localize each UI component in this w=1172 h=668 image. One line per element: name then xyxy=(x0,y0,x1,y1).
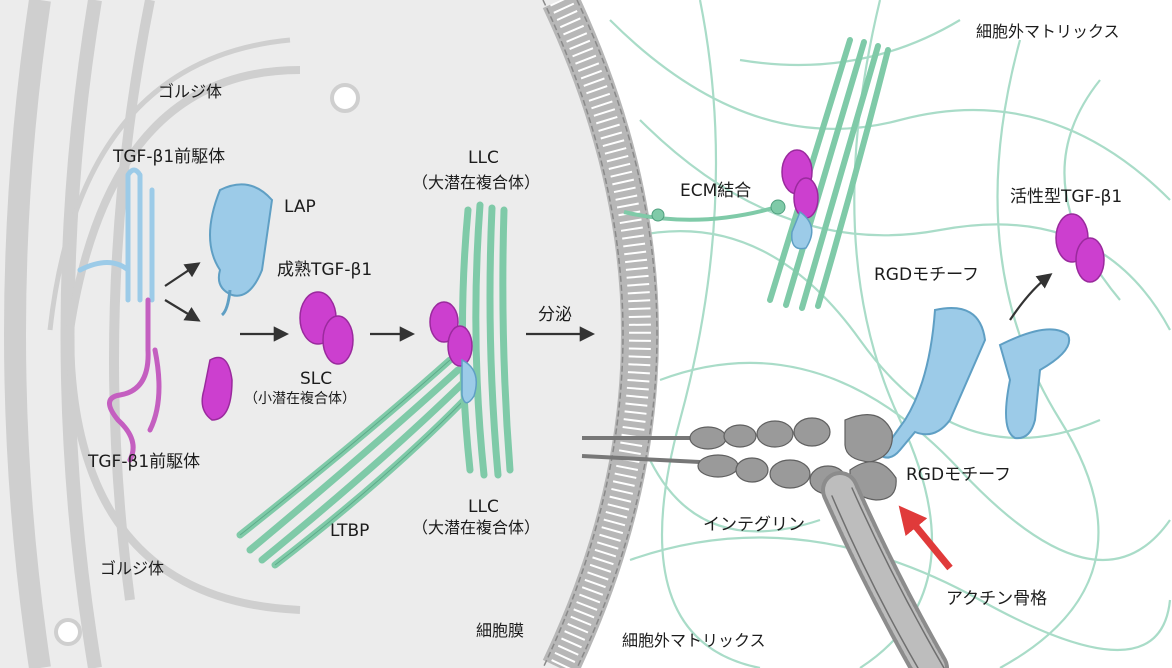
integrin-label: インテグリン xyxy=(703,515,805,535)
integrin-receptor-icon xyxy=(581,414,897,501)
ltbp-fiber-outline xyxy=(239,359,475,566)
ltbp-label: LTBP xyxy=(330,521,369,541)
ecm-label-bottom: 細胞外マトリックス xyxy=(622,631,766,650)
llc-sublabel-top: （大潜在複合体） xyxy=(412,173,540,192)
actin-cytoskeleton xyxy=(821,471,949,668)
rgd-label-bottom: RGDモチーフ xyxy=(906,465,1011,485)
tgf-beta1-dimer-icon xyxy=(299,291,354,365)
actin-label: アクチン骨格 xyxy=(946,589,1047,609)
active-tgf-beta1-icon xyxy=(1055,213,1105,283)
llc-complex-icon xyxy=(429,301,477,404)
rgd-label-top: RGDモチーフ xyxy=(874,265,979,285)
lap-label: LAP xyxy=(284,197,316,217)
mature-tgf-label: 成熟TGF-β1 xyxy=(277,259,372,280)
llc-label-top: LLC xyxy=(468,148,499,168)
release-arrow xyxy=(1009,273,1053,321)
opened-lap-icon xyxy=(878,307,1071,459)
force-arrow xyxy=(898,505,953,571)
membrane-label: 細胞膜 xyxy=(476,621,524,640)
lap-protein-icon xyxy=(209,183,274,317)
tgf-beta1-monomer xyxy=(201,356,233,421)
golgi-label-bottom: ゴルジ体 xyxy=(100,559,164,578)
ecm-bound-llc xyxy=(623,37,891,311)
tgf-beta1-precursor xyxy=(77,167,162,463)
ecm-binding-label: ECM結合 xyxy=(680,181,751,201)
golgi-apparatus xyxy=(4,0,360,668)
golgi-label-top: ゴルジ体 xyxy=(158,82,222,101)
ecm-fiber-network xyxy=(609,0,1172,668)
precursor-label-top: TGF-β1前駆体 xyxy=(112,147,225,167)
secretion-label: 分泌 xyxy=(538,305,572,325)
llc-sublabel-bottom: （大潜在複合体） xyxy=(412,518,540,537)
slc-sublabel: （小潜在複合体） xyxy=(244,390,356,407)
active-tgf-label: 活性型TGF-β1 xyxy=(1010,187,1122,207)
ecm-label-top: 細胞外マトリックス xyxy=(976,22,1120,41)
precursor-label-bottom: TGF-β1前駆体 xyxy=(87,452,200,472)
slc-label: SLC xyxy=(300,369,332,389)
cell-membrane xyxy=(542,0,660,668)
llc-label-bottom: LLC xyxy=(468,497,499,517)
process-arrows xyxy=(164,262,596,342)
